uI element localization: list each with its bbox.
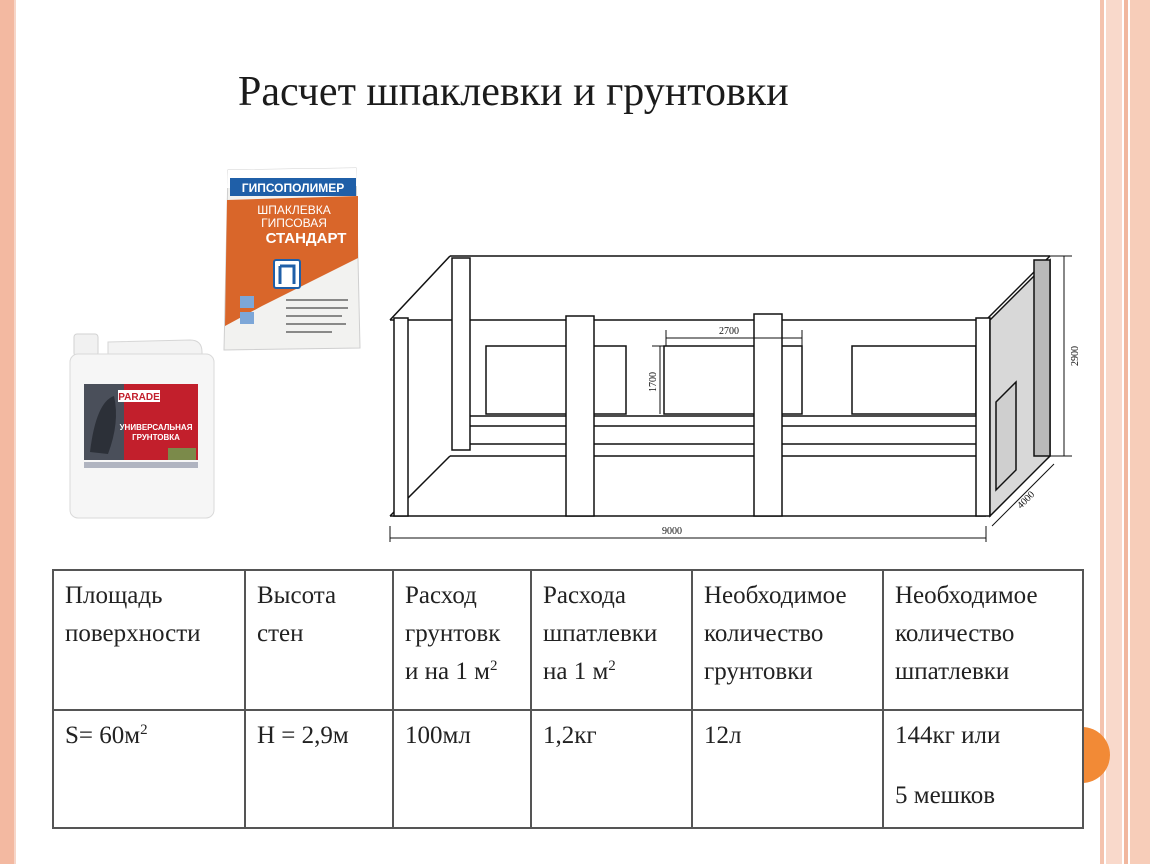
- height-cell: H = 2,9м: [244, 709, 394, 829]
- dim-wall-height: 2900: [1070, 346, 1081, 366]
- primer-total-cell: 12л: [691, 709, 884, 829]
- dim-length: 9000: [662, 526, 682, 537]
- header-cell: Необходимое количество шпатлевки: [882, 569, 1084, 711]
- dim-opening-width: 2700: [719, 326, 739, 337]
- putty-total-line2: 5 мешков: [895, 782, 996, 809]
- canister-line2: ГРУНТОВКА: [132, 433, 180, 442]
- header-cell: Расход грунтовк и на 1 м2: [392, 569, 532, 711]
- putty-bag-image: ГИПСОПОЛИМЕР ШПАКЛЕВКА ГИПСОВАЯ СТАНДАРТ: [223, 167, 361, 351]
- putty-total-cell: 144кг или 5 мешков: [882, 709, 1084, 829]
- bag-line3: СТАНДАРТ: [266, 230, 347, 247]
- slide-frame-right: [1130, 0, 1150, 864]
- canister-brand: PARADE: [118, 392, 160, 403]
- primer-canister-image: PARADE УНИВЕРСАЛЬНАЯ ГРУНТОВКА: [69, 333, 215, 519]
- bag-line1: ШПАКЛЕВКА: [257, 203, 331, 217]
- table-header-row: Площадь поверхности Высота стен Расход г…: [52, 569, 1084, 711]
- primer-rate-cell: 100мл: [392, 709, 532, 829]
- slide-frame-right: [1124, 0, 1128, 864]
- area-cell: S= 60м2: [52, 709, 246, 829]
- calculation-table: Площадь поверхности Высота стен Расход г…: [52, 569, 1084, 829]
- header-cell: Высота стен: [244, 569, 394, 711]
- header-cell: Расхода шпатлевки на 1 м2: [530, 569, 693, 711]
- slide-title: Расчет шпаклевки и грунтовки: [238, 69, 789, 115]
- putty-total-line1: 144кг или: [895, 722, 1001, 749]
- dim-width: 4000: [1015, 489, 1037, 511]
- slide-frame-right: [1100, 0, 1104, 864]
- header-cell: Необходимое количество грунтовки: [691, 569, 884, 711]
- slide-frame-right: [1106, 0, 1122, 864]
- slide-frame-left: [0, 0, 16, 864]
- bag-brand: ГИПСОПОЛИМЕР: [242, 181, 344, 195]
- canister-line1: УНИВЕРСАЛЬНАЯ: [120, 423, 193, 432]
- dim-opening-height: 1700: [648, 372, 659, 392]
- table-row: S= 60м2 H = 2,9м 100мл 1,2кг 12л 144кг и…: [52, 709, 1084, 829]
- room-drawing: 2700 1700 2900 9000 4000: [389, 255, 1081, 542]
- putty-rate-cell: 1,2кг: [530, 709, 693, 829]
- bag-line2: ГИПСОВАЯ: [261, 216, 327, 230]
- header-cell: Площадь поверхности: [52, 569, 246, 711]
